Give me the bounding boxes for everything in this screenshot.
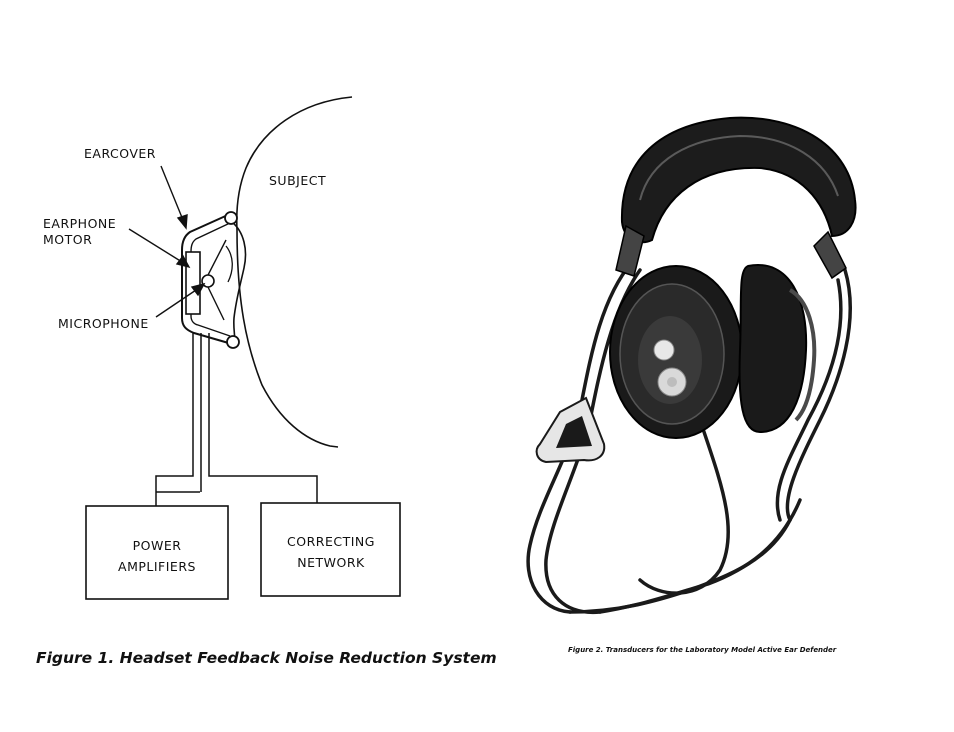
microphone-transducer: [653, 339, 675, 361]
subject-ear: [231, 221, 247, 345]
left-yoke: [615, 224, 645, 277]
earcover-label: EARCOVER: [84, 146, 156, 161]
microphone-arrowhead: [190, 282, 206, 297]
earcover-shell: [181, 213, 233, 345]
correcting-network-line2: NETWORK: [297, 555, 365, 570]
earphone-transducer-center: [667, 377, 677, 387]
cable-clip-inner: [556, 416, 592, 448]
earcover-cushion-top: [224, 211, 238, 225]
earphone-leader: [128, 228, 183, 263]
figure2-headset-photo: Figure 2. Transducers for the Laboratory…: [526, 116, 857, 654]
power-amplifiers-box: [85, 505, 229, 600]
figure2-caption: Figure 2. Transducers for the Laboratory…: [568, 646, 837, 654]
earcover-cushion-bottom: [226, 335, 240, 349]
connecting-cable: [155, 333, 318, 506]
earphone-motor-box: [185, 251, 201, 315]
figure1-caption: Figure 1. Headset Feedback Noise Reducti…: [36, 649, 497, 667]
earphone-motor-label-line2: MOTOR: [43, 232, 92, 247]
subject-label: SUBJECT: [269, 173, 326, 188]
microphone-leader: [155, 287, 200, 318]
right-yoke: [813, 230, 847, 280]
microphone-label: MICROPHONE: [58, 316, 149, 331]
label-leaders: [128, 165, 206, 318]
right-earcup-shell: [788, 288, 817, 422]
figure1-diagram: EARCOVER SUBJECT EARPHONE MOTOR MICROPHO…: [36, 96, 497, 667]
microphone-stalk-top: [206, 239, 227, 278]
headset-cables: [526, 260, 852, 614]
microphone-stalk-bottom: [206, 284, 225, 321]
power-amplifiers-line2: AMPLIFIERS: [118, 559, 196, 574]
earcover-leader: [160, 165, 184, 221]
earphone-motor-label-line1: EARPHONE: [43, 216, 116, 231]
subject-ear-inner: [225, 245, 233, 283]
headband-highlight: [639, 134, 839, 201]
subject-head-outline: [235, 96, 353, 448]
power-amplifiers-line1: POWER: [133, 538, 182, 553]
earphone-arrowhead: [175, 254, 191, 269]
microphone-element: [201, 274, 215, 288]
correcting-network-line1: CORRECTING: [287, 534, 375, 549]
right-earcup: [738, 264, 808, 434]
correcting-network-box: [260, 502, 401, 597]
earcover-arrowhead: [176, 214, 188, 230]
